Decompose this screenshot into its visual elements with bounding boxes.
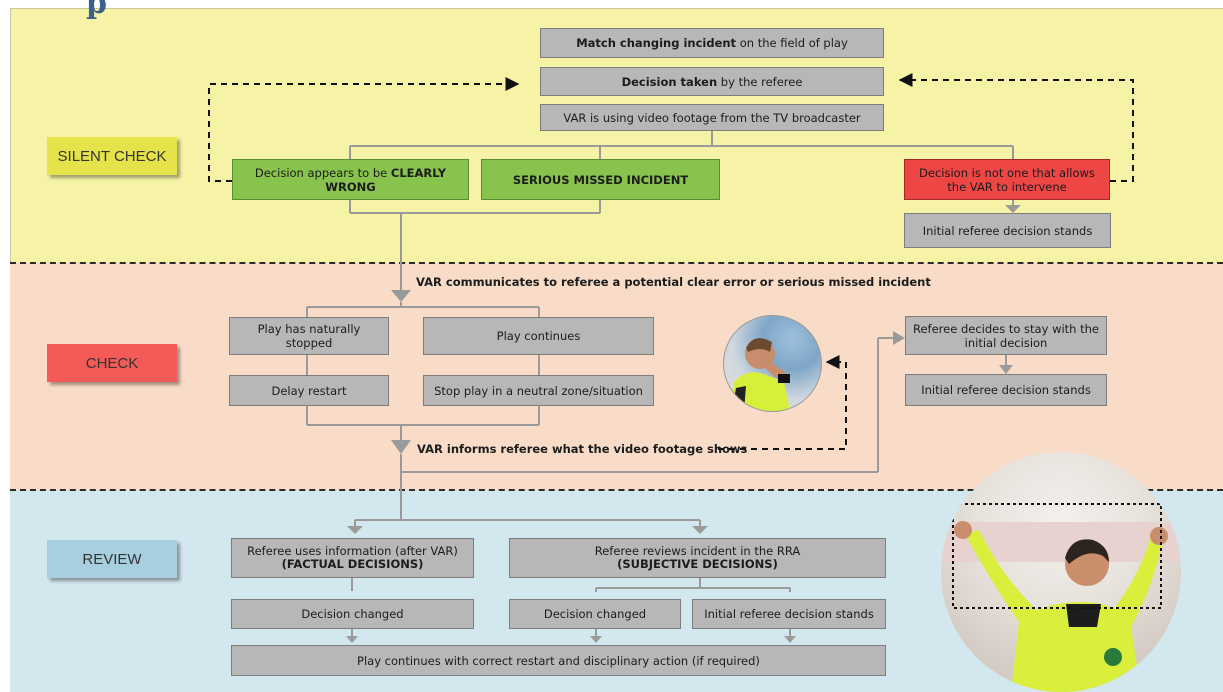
box-match-incident: Match changing incident on the field of …: [540, 28, 884, 58]
incident-rest-text: on the field of play: [736, 36, 848, 50]
box-decision-changed-factual: Decision changed: [231, 599, 474, 629]
band-divider-bottom: [10, 489, 1223, 491]
box-play-continues-restart: Play continues with correct restart and …: [231, 645, 886, 676]
factual-decisions-text: (FACTUAL DECISIONS): [281, 557, 424, 571]
referee-review-signal-photo: [941, 452, 1181, 692]
box-decision-taken: Decision taken by the referee: [540, 67, 884, 96]
band-divider-top: [10, 262, 1223, 264]
box-silent-initial-stands: Initial referee decision stands: [904, 213, 1111, 248]
box-stay-with-decision: Referee decides to stay with the initial…: [905, 316, 1107, 355]
phase-label-silent-check: SILENT CHECK: [47, 137, 177, 175]
referee-headset-photo: [723, 315, 822, 412]
box-naturally-stopped: Play has naturally stopped: [229, 317, 389, 355]
box-var-footage: VAR is using video footage from the TV b…: [540, 104, 884, 131]
box-clearly-wrong: Decision appears to be CLEARLY WRONG: [232, 159, 469, 200]
box-stop-play: Stop play in a neutral zone/situation: [423, 375, 654, 406]
decision-bold-text: Decision taken: [621, 74, 718, 89]
cropped-heading-fragment: p: [86, 0, 107, 21]
box-check-initial-stands: Initial referee decision stands: [905, 374, 1107, 406]
box-not-allowed: Decision is not one that allows the VAR …: [904, 159, 1110, 200]
box-reviews-rra: Referee reviews incident in the RRA (SUB…: [509, 538, 886, 578]
box-review-initial-stands: Initial referee decision stands: [692, 599, 886, 629]
reviews-rra-text: Referee reviews incident in the RRA: [594, 544, 801, 558]
box-decision-changed-subjective: Decision changed: [509, 599, 681, 629]
note-var-informs: VAR informs referee what the video foota…: [417, 442, 748, 456]
note-var-communicates: VAR communicates to referee a potential …: [416, 275, 931, 289]
box-uses-information: Referee uses information (after VAR) (FA…: [231, 538, 474, 578]
box-play-continues: Play continues: [423, 317, 654, 355]
decision-rest-text: by the referee: [717, 74, 803, 89]
uses-info-text: Referee uses information (after VAR): [247, 544, 458, 558]
subjective-decisions-text: (SUBJECTIVE DECISIONS): [617, 557, 778, 571]
phase-label-check: CHECK: [47, 344, 177, 382]
incident-bold-text: Match changing incident: [576, 36, 737, 50]
box-serious-missed: SERIOUS MISSED INCIDENT: [481, 159, 720, 200]
clearly-wrong-bold-text: CLEARLY WRONG: [325, 165, 447, 194]
clearly-wrong-pre-text: Decision appears to be: [254, 165, 391, 180]
referee-review-figure: [941, 503, 1181, 692]
referee-headset-figure: [729, 338, 790, 411]
box-delay-restart: Delay restart: [229, 375, 389, 406]
phase-label-review: REVIEW: [47, 540, 177, 578]
